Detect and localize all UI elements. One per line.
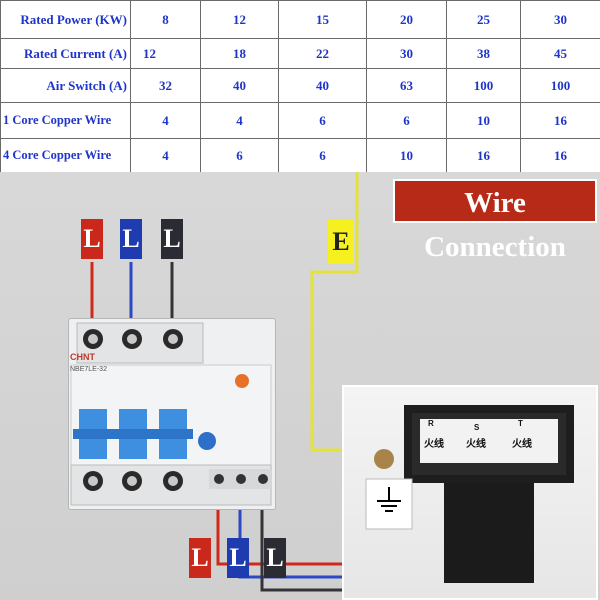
table-row: Rated Current (A) 12 18 22 30 38 45 [0,38,600,69]
phase-tag: L [264,538,286,578]
phase-tag: L [189,538,211,578]
row-label: 4 Core Copper Wire [0,138,131,173]
table-cell: 12 [130,38,201,69]
table-cell: 6 [366,102,447,139]
row-label: Air Switch (A) [0,68,131,103]
earth-wire [310,172,382,452]
terminal-label: 火线 [424,439,444,450]
wire-connection-title: Wire Connection [393,179,597,263]
table-cell: 25 [446,0,521,39]
table-cell: 6 [278,102,367,139]
phase-tag: L [227,538,249,578]
table-cell: 63 [366,68,447,103]
earth-tag: E [328,220,354,264]
row-label: 1 Core Copper Wire [0,102,131,139]
table-cell: 12 [200,0,279,39]
table-cell: 38 [446,38,521,69]
table-cell: 16 [446,138,521,173]
table-cell: 10 [366,138,447,173]
table-cell: 10 [446,102,521,139]
table-cell: 30 [366,38,447,69]
table-cell: 6 [278,138,367,173]
table-cell: 18 [200,38,279,69]
breaker-model: NBE7LE-32 [70,366,107,373]
terminal-label: 火线 [512,439,532,450]
table-cell: 22 [278,38,367,69]
table-cell: 100 [446,68,521,103]
indicator-knob [235,374,249,388]
phase-tag: L [161,219,183,259]
table-cell: 45 [520,38,600,69]
phase-tag: L [81,219,103,259]
table-cell: 4 [130,138,201,173]
spec-table: Rated Power (KW) 8 12 15 20 25 30 Rated … [0,0,600,173]
table-cell: 6 [200,138,279,173]
table-cell: 4 [200,102,279,139]
table-cell: 8 [130,0,201,39]
terminal-block-photo: R S T 火线 火线 火线 [342,385,598,600]
test-button [198,432,216,450]
breaker-brand: CHNT [70,352,95,362]
earth-screw [374,449,394,469]
table-cell: 30 [520,0,600,39]
circuit-breaker [68,318,276,510]
table-cell: 20 [366,0,447,39]
table-row: 4 Core Copper Wire 4 6 6 10 16 16 [0,138,600,173]
terminal-letter: R [428,419,434,428]
row-label: Rated Power (KW) [0,0,131,39]
table-cell: 15 [278,0,367,39]
row-label: Rated Current (A) [0,38,131,69]
terminal-letter: S [474,423,480,432]
phase-tag: L [120,219,142,259]
terminal-letter: T [518,419,523,428]
table-cell: 40 [200,68,279,103]
table-cell: 4 [130,102,201,139]
table-cell: 100 [520,68,600,103]
table-row: 1 Core Copper Wire 4 4 6 6 10 16 [0,102,600,139]
table-row: Air Switch (A) 32 40 40 63 100 100 [0,68,600,103]
table-cell: 16 [520,102,600,139]
breaker-body-graphic [70,322,272,506]
table-cell: 32 [130,68,201,103]
table-row: Rated Power (KW) 8 12 15 20 25 30 [0,0,600,39]
table-cell: 16 [520,138,600,173]
terminal-block-graphic [365,405,574,583]
table-cell: 40 [278,68,367,103]
terminal-label: 火线 [466,439,486,450]
